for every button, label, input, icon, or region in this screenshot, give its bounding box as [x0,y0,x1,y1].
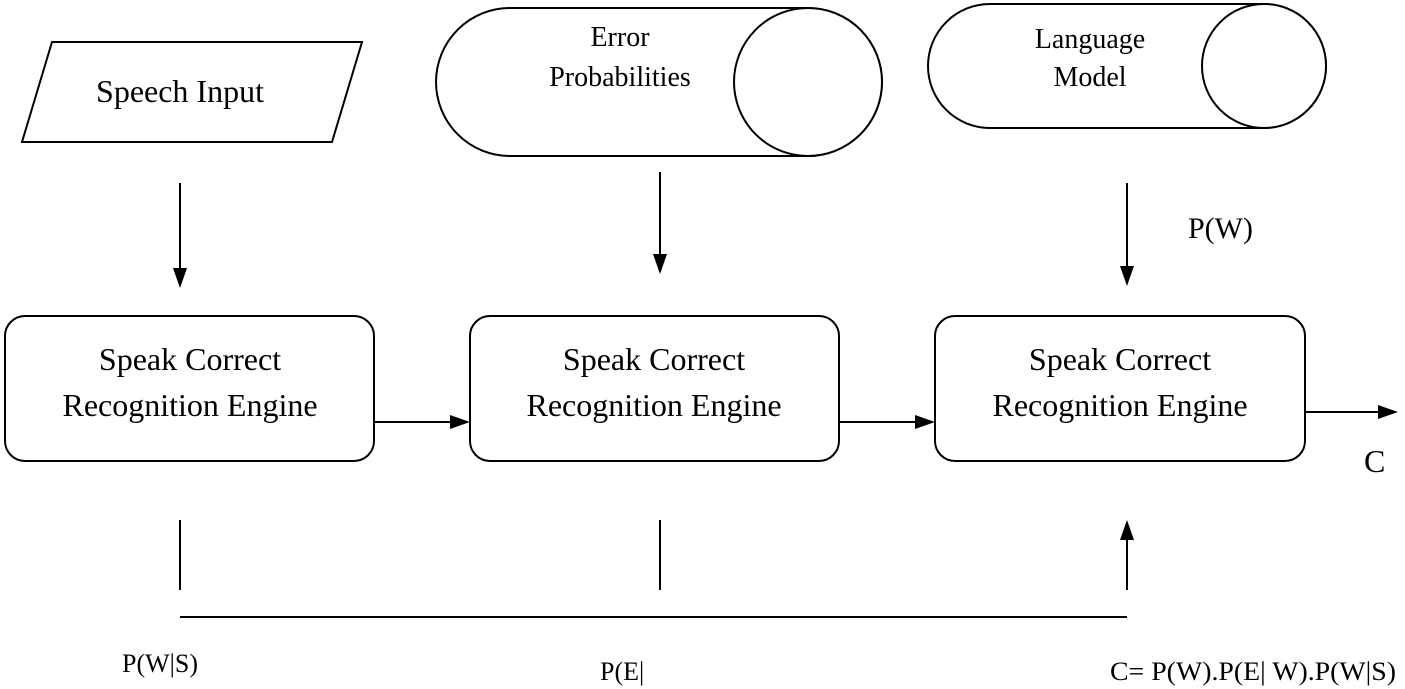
p-w-label: P(W) [1188,212,1253,245]
engine-3-label-line1: Speak Correct [1029,341,1211,377]
p-e-label: P(E| [600,657,644,686]
engine-2-box [469,315,840,462]
error-probabilities-label-line1: Error [590,22,650,53]
arrow-engine-2-to-engine-3 [839,415,935,429]
output-c-label: C [1364,443,1385,479]
error-probabilities-node: Error Probabilities [435,7,883,157]
engine-2-label-line2: Recognition Engine [526,387,781,423]
arrow-error-to-engine-2 [653,172,667,274]
engine-3-label-line2: Recognition Engine [992,387,1247,423]
formula-label: C= P(W).P(E| W).P(W|S) [1110,657,1396,686]
language-model-cylinder-end [1201,3,1327,129]
engine-2-node: Speak Correct Recognition Engine [469,315,840,462]
engine-1-label-line2: Recognition Engine [62,387,317,423]
error-probabilities-label-line2: Probabilities [549,62,691,93]
engine-3-box [934,315,1306,462]
engine-1-label-line1: Speak Correct [99,341,281,377]
feedback-up-arrowhead [1120,520,1134,540]
speech-input-shape [20,41,364,143]
arrow-engine-1-to-engine-2 [374,415,470,429]
engine-3-node: Speak Correct Recognition Engine [934,315,1306,462]
error-probabilities-cylinder-end [733,7,883,157]
language-model-label-line2: Model [1053,62,1126,93]
engine-1-node: Speak Correct Recognition Engine [4,315,375,462]
arrow-speech-to-engine-1 [173,183,187,288]
arrow-language-to-engine-3 [1120,183,1134,286]
language-model-node: Language Model [927,3,1327,129]
p-w-given-s-label: P(W|S) [122,649,198,678]
engine-2-label-line1: Speak Correct [563,341,745,377]
engine-1-box [4,315,375,462]
feedback-connector [179,520,1134,618]
arrow-engine-3-output [1305,405,1398,419]
speech-input-node: Speech Input [20,41,364,143]
speech-input-label: Speech Input [96,73,264,109]
language-model-label-line1: Language [1035,24,1145,55]
